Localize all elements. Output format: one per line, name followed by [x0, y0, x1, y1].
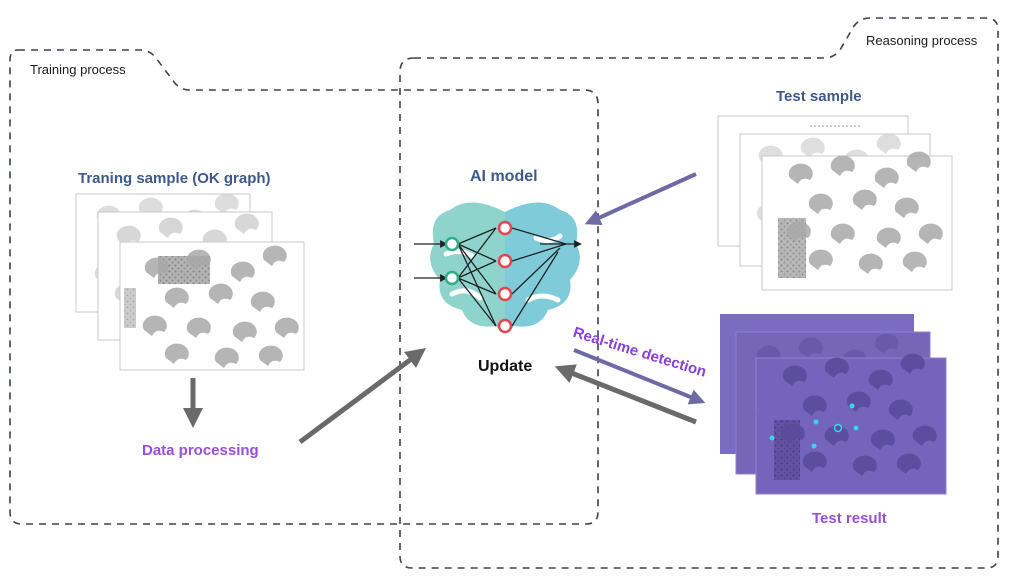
detection-dot: [813, 419, 819, 425]
reasoning-process-label: Reasoning process: [866, 33, 978, 48]
ai-brain-icon: [430, 202, 580, 331]
detection-dot: [811, 443, 817, 449]
detection-dot: [833, 423, 843, 433]
training-sample-title: Traning sample (OK graph): [78, 170, 271, 187]
training-process-frame: [9, 49, 599, 525]
test-result-title: Test result: [812, 510, 887, 527]
real-time-detection-arrow: [573, 348, 706, 405]
neural-network-icon: [414, 220, 582, 334]
reasoning-process-frame: [399, 17, 999, 569]
test-result-stack: [720, 314, 947, 495]
data-processing-label: Data processing: [142, 442, 259, 459]
processing-to-model-arrow: [298, 348, 427, 445]
ai-model-title: AI model: [470, 168, 538, 185]
test-sample-title: Test sample: [776, 88, 862, 105]
update-feedback-arrow: [554, 364, 697, 425]
training-process-label: Training process: [30, 62, 126, 77]
detection-dot: [853, 425, 859, 431]
detection-dot: [769, 435, 775, 441]
update-label: Update: [478, 358, 533, 375]
detection-dot: [849, 403, 855, 409]
test-sample-to-model-arrow: [584, 172, 697, 225]
training-sample-stack: [75, 193, 305, 371]
test-sample-stack: [717, 115, 953, 291]
